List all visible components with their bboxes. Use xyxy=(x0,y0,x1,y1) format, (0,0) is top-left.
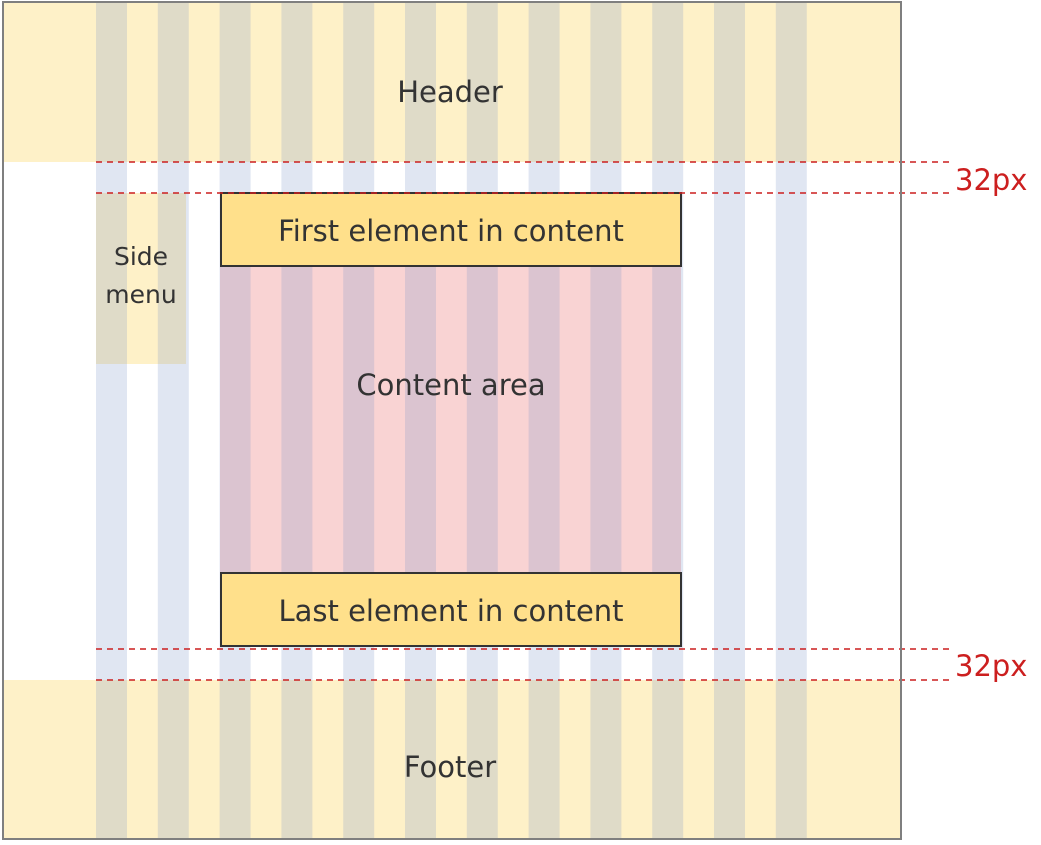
side-menu xyxy=(96,193,186,364)
content-area-label: Content area xyxy=(356,368,546,402)
side-menu-label: Side menu xyxy=(96,238,186,314)
grid-column xyxy=(775,2,807,839)
bottom-gap-measure: 32px xyxy=(955,649,1028,683)
header-band xyxy=(3,2,901,162)
side-menu-label-line-1: Side xyxy=(113,242,169,271)
side-menu-label-line-2: menu xyxy=(105,280,177,309)
grid-column xyxy=(652,2,684,839)
content-area xyxy=(220,193,681,647)
first-element-label: First element in content xyxy=(278,214,624,248)
first-element-box xyxy=(220,192,682,267)
footer-label: Footer xyxy=(403,750,497,784)
header-label: Header xyxy=(397,75,503,109)
top-gap-measure: 32px xyxy=(955,163,1028,197)
grid-column xyxy=(466,2,498,839)
footer-band xyxy=(3,680,901,839)
grid-column xyxy=(405,2,436,839)
grid-columns xyxy=(96,2,807,839)
last-element-box xyxy=(220,572,682,647)
grid-column xyxy=(157,2,189,839)
grid-column xyxy=(96,2,127,839)
grid-column xyxy=(528,2,560,839)
grid-column xyxy=(219,2,251,839)
grid-column xyxy=(343,2,375,839)
frame-border xyxy=(2,1,902,840)
grid-column xyxy=(714,2,745,839)
grid-column xyxy=(590,2,622,839)
last-element-label: Last element in content xyxy=(278,594,624,628)
grid-column xyxy=(281,2,313,839)
